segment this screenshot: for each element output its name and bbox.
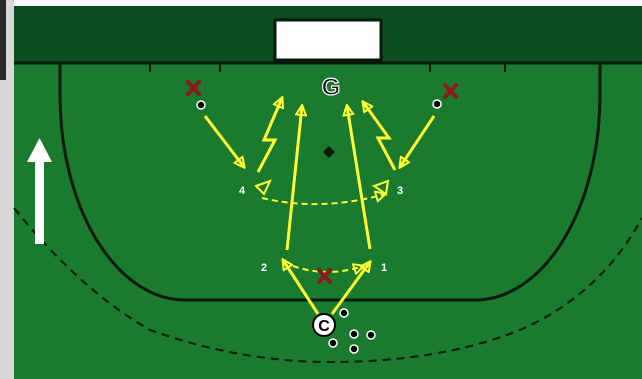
dashed-outer-line (13, 207, 642, 364)
ball-dot-icon (349, 344, 359, 354)
goal-box (273, 18, 383, 62)
ball-dot-icon (196, 100, 206, 110)
pass-defender-left-to-4 (203, 115, 244, 167)
pass-coach-to-2 (283, 260, 320, 315)
backline-ticks (149, 63, 506, 72)
player-label-2: 2 (261, 262, 267, 274)
ball-cluster (328, 308, 376, 354)
pass-1-to-goal (347, 106, 372, 250)
left-frame (0, 0, 14, 379)
player-label-1: 1 (381, 262, 387, 274)
pass-2-to-goal (285, 106, 302, 251)
shooting-circle (58, 63, 602, 302)
coach-letter: C (318, 318, 330, 335)
ball-dot-icon (432, 99, 442, 109)
pass-4-to-goal (256, 98, 282, 173)
pass-4-to-3 (261, 194, 385, 206)
ball-dot-icon (339, 308, 349, 318)
pass-lines (203, 98, 436, 315)
ball-dot-icon (366, 330, 376, 340)
pass-defender-right-to-3 (400, 115, 436, 167)
coach-marker (312, 313, 336, 337)
goalkeeper-marker: G (322, 74, 341, 101)
ball-dot-icon (328, 338, 338, 348)
x-cross-icon (443, 83, 458, 99)
penalty-spot (323, 146, 335, 158)
ball-dot-icon (349, 329, 359, 339)
x-cross-icon (317, 268, 332, 284)
receive-marker-3 (371, 179, 390, 196)
pass-3-to-goal (363, 102, 397, 171)
receive-marker-4 (254, 179, 272, 196)
left-frame-shadow (0, 0, 6, 80)
x-cross-icon (186, 80, 201, 96)
up-arrow-icon (27, 138, 52, 244)
player-label-4: 4 (239, 185, 246, 197)
player-label-3: 3 (397, 185, 403, 197)
